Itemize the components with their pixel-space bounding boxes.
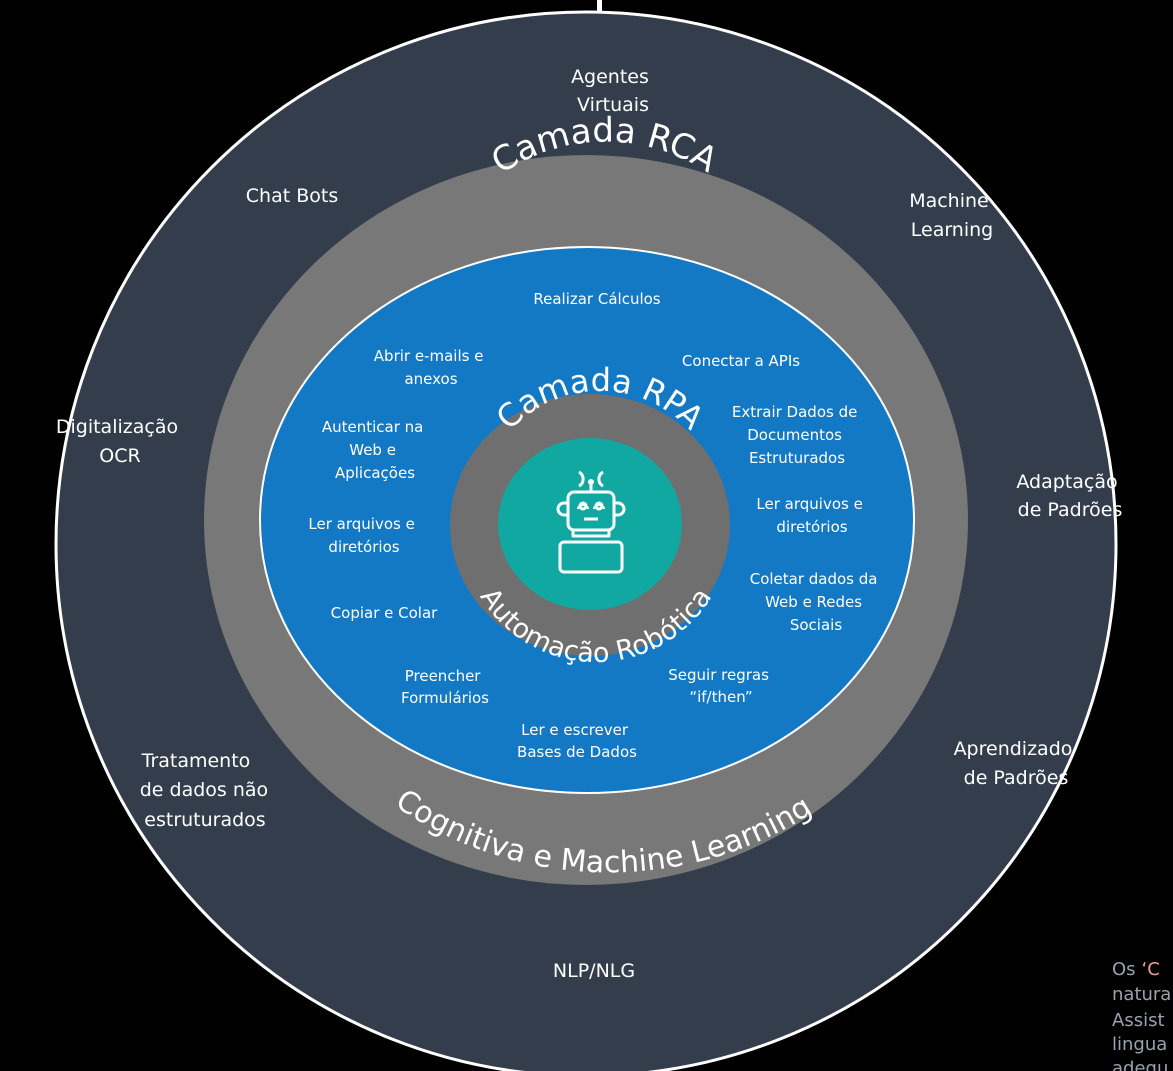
task-label-copiar: Copiar e Colar xyxy=(331,604,438,622)
svg-text:Os‘C: Os‘C xyxy=(1112,959,1160,980)
outer-label-agentes: Agentes Virtuais xyxy=(571,66,655,116)
outer-label-chatbots: Chat Bots xyxy=(246,185,338,207)
outer-label-tratamento: Tratamento de dados não estruturados xyxy=(140,750,274,831)
task-label-coletar: Coletar dados da Web e Redes Sociais xyxy=(750,570,883,634)
task-label-apis: Conectar a APIs xyxy=(682,352,800,370)
task-label-bases-dados: Ler e escrever Bases de Dados xyxy=(517,721,637,761)
outer-label-ocr: Digitalização OCR xyxy=(56,416,184,467)
outer-label-aprendizado: Aprendizado de Padrões xyxy=(954,738,1079,789)
task-label-ler-arquivos-left: Ler arquivos e diretórios xyxy=(308,515,419,556)
task-label-emails: Abrir e-mails e anexos xyxy=(374,347,488,388)
outer-label-nlp: NLP/NLG xyxy=(553,960,635,982)
task-label-regras: Seguir regras “if/then” xyxy=(668,666,773,706)
outer-label-ml: Machine Learning xyxy=(909,190,995,241)
side-note: Os‘C natura Assist lingua adequ xyxy=(1112,959,1171,1071)
svg-text:lingua: lingua xyxy=(1112,1034,1167,1055)
top-connector xyxy=(597,0,602,13)
task-label-ler-arquivos-right: Ler arquivos e diretórios xyxy=(756,495,867,536)
outer-label-adaptacao: Adaptação de Padrões xyxy=(1016,471,1123,521)
svg-text:natura: natura xyxy=(1112,984,1171,1005)
task-label-autenticar: Autenticar na Web e Aplicações xyxy=(322,418,428,482)
task-label-preencher: Preencher Formulários xyxy=(401,667,489,707)
svg-text:Assist: Assist xyxy=(1112,1010,1165,1031)
svg-text:adequ: adequ xyxy=(1112,1058,1168,1071)
task-label-extrair: Extrair Dados de Documentos Estruturados xyxy=(732,403,862,467)
center-disc xyxy=(498,438,682,610)
robot-icon xyxy=(556,470,626,574)
task-label-calculos: Realizar Cálculos xyxy=(533,290,660,308)
